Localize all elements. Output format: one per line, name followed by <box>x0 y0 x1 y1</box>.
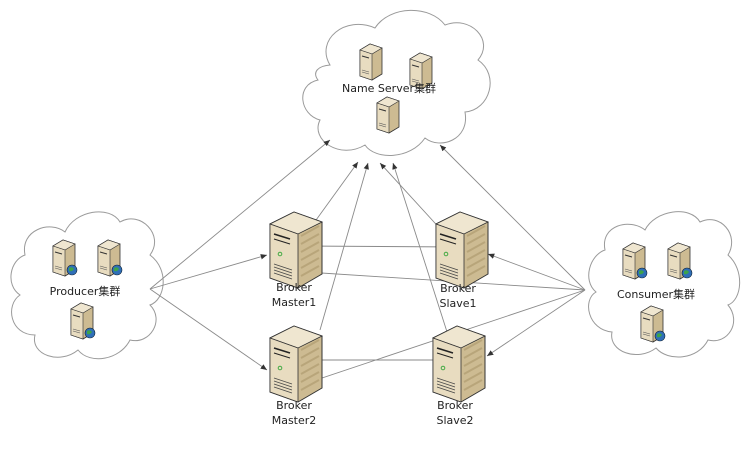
broker-slave1-line1: Broker <box>440 282 476 295</box>
consumer-to-nameserver <box>439 144 586 291</box>
broker-master2-label: Broker Master2 <box>272 398 317 428</box>
consumer-to-slave2 <box>486 289 586 357</box>
consumer-server-icon <box>640 305 666 343</box>
broker-slave2-line1: Broker <box>437 399 473 412</box>
consumer-cluster-label: Consumer集群 <box>616 288 696 301</box>
broker-master1-line1: Broker <box>276 281 312 294</box>
name-server-icon <box>359 43 383 81</box>
producer-to-master2 <box>149 288 268 371</box>
producer-server-icon <box>52 239 78 277</box>
broker-slave1-line2: Slave1 <box>439 297 477 310</box>
producer-to-master1 <box>149 254 268 290</box>
broker-master1-server-icon <box>269 211 323 289</box>
producer-to-nameserver <box>149 139 331 290</box>
name-server-cluster-label: Name Server集群 <box>341 82 437 95</box>
broker-master2-line2: Master2 <box>271 414 317 427</box>
producer-server-icon <box>97 239 123 277</box>
broker-master2-line1: Broker <box>276 399 312 412</box>
master1-to-slave1 <box>299 244 461 250</box>
broker-slave2-label: Broker Slave2 <box>436 398 473 428</box>
broker-slave1-server-icon <box>435 211 489 289</box>
consumer-to-slave1 <box>487 253 586 291</box>
broker-slave2-server-icon <box>432 325 486 403</box>
producer-cluster-label: Producer集群 <box>49 285 121 298</box>
broker-master1-line2: Master1 <box>271 296 317 309</box>
consumer-server-icon <box>667 242 693 280</box>
producer-server-icon <box>70 302 96 340</box>
slave2-to-nameserver <box>392 162 449 336</box>
consumer-server-icon <box>622 242 648 280</box>
broker-master1-label: Broker Master1 <box>272 280 317 310</box>
connections <box>149 139 586 383</box>
broker-slave1-label: Broker Slave1 <box>439 281 476 311</box>
broker-slave2-line2: Slave2 <box>436 414 474 427</box>
broker-master2-server-icon <box>269 325 323 403</box>
name-server-icon <box>376 96 400 134</box>
producer-cloud <box>10 211 164 360</box>
name-server-cloud <box>302 9 491 156</box>
